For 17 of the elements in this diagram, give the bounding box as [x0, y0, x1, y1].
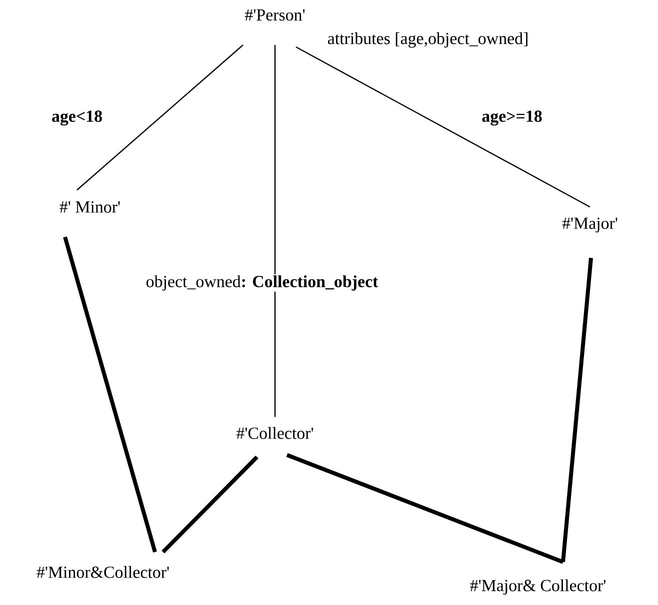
- node-label: #'Person': [244, 9, 305, 21]
- connector-line: [286, 453, 564, 564]
- connector-line: [63, 236, 157, 553]
- node-label: #'Major& Collector': [470, 579, 606, 595]
- node-label: #'Major': [562, 218, 618, 232]
- edge-label: object_owned: Collection_object: [144, 274, 380, 292]
- connector-line: [274, 45, 276, 417]
- connector-line: [296, 46, 590, 208]
- edge-label: age>=18: [480, 110, 544, 126]
- node-label: #' Minor': [60, 201, 120, 213]
- connector-line: [561, 258, 593, 562]
- node-label: #'Collector': [236, 427, 314, 439]
- connector-line: [76, 44, 244, 190]
- connector-line: [162, 456, 258, 554]
- attribute-note: attributes [age,object_owned]: [328, 32, 528, 48]
- edge-label: age<18: [50, 110, 104, 126]
- node-label: #'Minor&Collector': [36, 566, 169, 578]
